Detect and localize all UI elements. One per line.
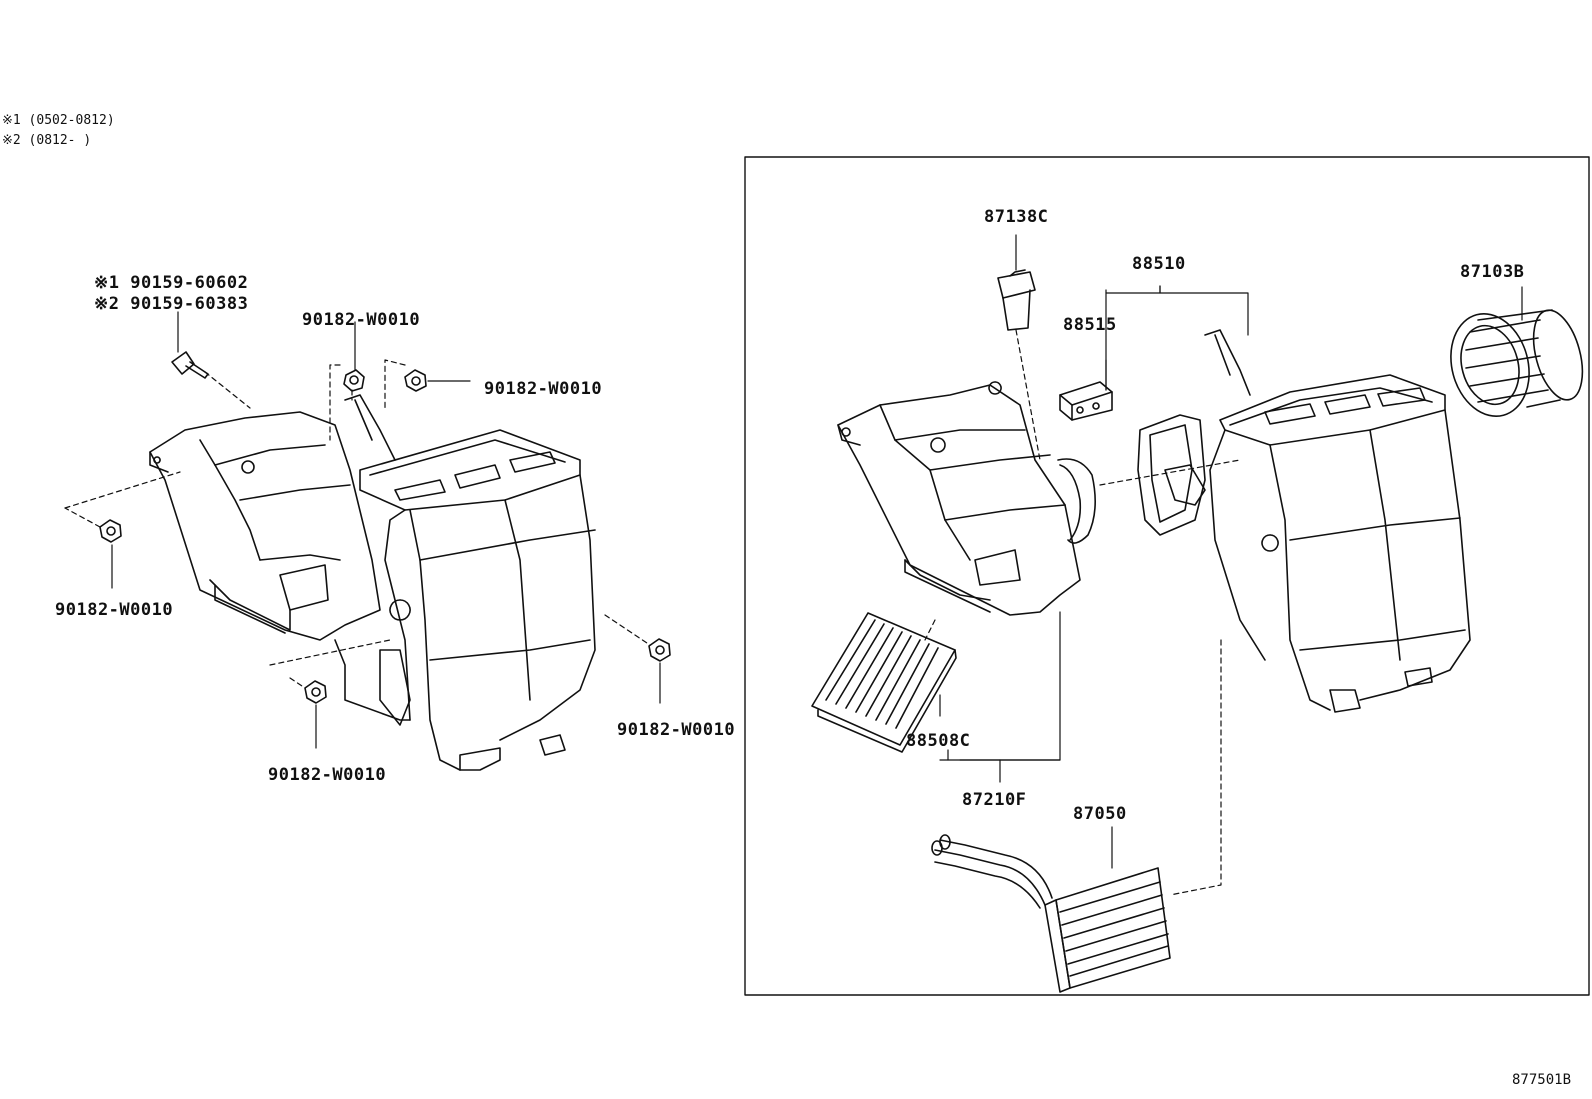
note-line-2: ※2 (0812- ) [2,133,92,148]
left-blower-case [149,411,381,641]
left-leader-lines [111,311,661,749]
label-blower-assy: 87210F [962,790,1027,810]
bolt-icon [171,351,209,379]
blower-fan-icon [1450,309,1584,417]
heater-core-icon [931,834,1171,993]
nut-icon-left [99,519,122,543]
label-resistor: 87138C [984,207,1049,227]
label-unit-case: 88510 [1132,254,1186,274]
label-filter: 88508C [906,731,971,751]
label-nut-right: 90182-W0010 [617,720,736,740]
inset-dashed-lines [924,329,1241,896]
label-heater-core: 87050 [1073,804,1127,824]
left-heater-case [334,394,596,771]
label-nut-top: 90182-W0010 [302,310,421,330]
label-switch: 88515 [1063,315,1117,335]
label-bolt-1: ※1 90159-60602 [94,273,249,293]
label-blower-fan: 87103B [1460,262,1525,282]
resistor-icon [997,269,1036,331]
nut-icon-right [648,638,671,662]
label-nut-left: 90182-W0010 [55,600,174,620]
blower-housing [837,381,1096,616]
switch-icon [1059,381,1113,421]
inset-frame [744,156,1590,996]
nut-icon-top [343,369,365,392]
unit-case [1137,329,1471,713]
left-dashed-lines [64,359,651,689]
label-nut-bottom: 90182-W0010 [268,765,387,785]
inset-leader-lines [939,234,1523,869]
nut-icon-top-right [404,369,427,392]
nut-icon-bottom [304,680,327,704]
note-line-1: ※1 (0502-0812) [2,113,115,128]
filter-icon [811,612,957,753]
label-nut-top-right: 90182-W0010 [484,379,603,399]
diagram-code: 877501B [1512,1072,1572,1088]
label-bolt-2: ※2 90159-60383 [94,294,249,314]
